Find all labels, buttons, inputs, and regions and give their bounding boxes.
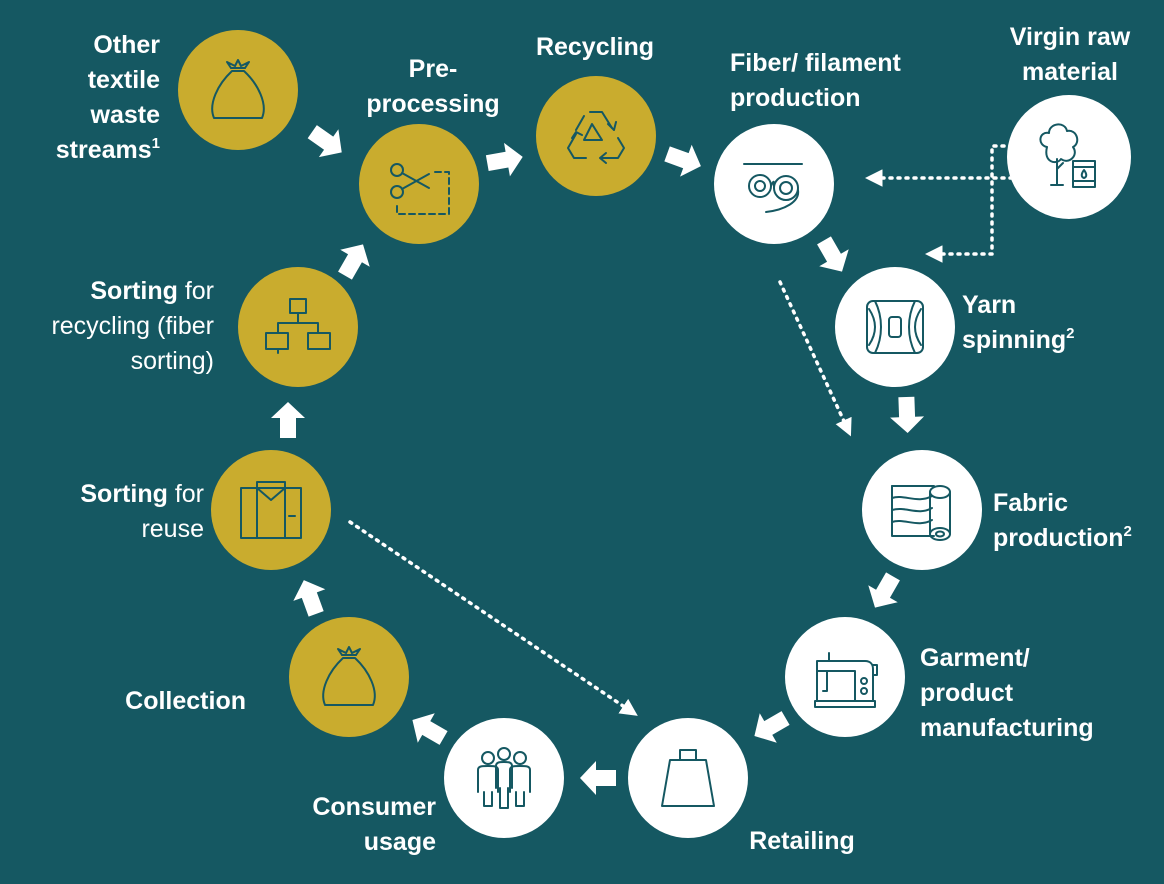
yarn-spool-icon: [866, 300, 924, 354]
sorting-recycling-node: [238, 267, 358, 387]
retail-to-consumer-arrow: [580, 761, 616, 795]
fiber-to-yarn-arrow: [817, 236, 849, 272]
consumer-label: Consumer usage: [312, 793, 436, 856]
collection-label: Collection: [125, 687, 246, 715]
preprocessing-node: [359, 124, 479, 244]
virgin-label: Virgin raw material: [1009, 23, 1131, 86]
sorting-reuse-label: Sorting for reuse: [80, 480, 204, 543]
fiber-label: Fiber/ filament production: [730, 49, 901, 112]
other-waste-label: Other textile waste streams1: [55, 31, 160, 164]
yarn-to-fabric-arrow: [890, 396, 925, 433]
recycling-to-fiber-arrow: [664, 144, 701, 177]
dotted-connectors: [348, 144, 1014, 716]
fabric-label: Fabric production2: [993, 489, 1132, 552]
waste-bag-icon: [211, 59, 265, 119]
preprocessing-label: Pre- processing: [366, 55, 500, 118]
sorting-reuse-node: [211, 450, 331, 570]
collection-bag-icon: [322, 646, 376, 706]
reuse-to-retail-connector: [348, 520, 638, 716]
fiber-to-fabric-connector: [778, 280, 852, 437]
tree-barrel-icon: [1039, 123, 1096, 188]
sorting-recycling-label: Sorting for recycling (fiber sorting): [51, 277, 214, 375]
filament-icon: [743, 163, 803, 213]
preprocessing-to-recycling-arrow: [485, 142, 523, 177]
garment-node: [785, 617, 905, 737]
yarn-node: [835, 267, 955, 387]
retailing-label: Retailing: [749, 827, 855, 855]
shopping-bag-icon: [661, 749, 715, 807]
virgin-node: [1007, 95, 1131, 219]
flow-arrows: [271, 125, 925, 795]
sewing-machine-icon: [814, 652, 878, 708]
recycle-icon: [567, 111, 625, 164]
retailing-node: [628, 718, 748, 838]
fabric-to-garment-arrow: [868, 572, 900, 608]
garment-to-retail-arrow: [754, 711, 790, 743]
fabric-roll-icon: [891, 485, 951, 541]
fabric-node: [862, 450, 982, 570]
recycling-node: [536, 76, 656, 196]
other-waste-arrow: [307, 125, 342, 158]
consumer-to-collection-arrow: [412, 713, 448, 745]
scissors-icon: [390, 163, 450, 215]
people-icon: [477, 747, 531, 809]
consumer-node: [444, 718, 564, 838]
virgin-to-yarn-connector: [925, 144, 1014, 263]
sorting-to-preprocessing-arrow: [338, 244, 370, 280]
folded-shirt-icon: [240, 481, 302, 539]
sorting-chart-icon: [265, 298, 331, 354]
recycling-label: Recycling: [535, 33, 655, 61]
other-waste-node: [178, 30, 298, 150]
collection-to-reuse-sorting-arrow: [293, 580, 326, 617]
reuse-to-recycling-sorting-arrow: [271, 402, 305, 438]
garment-label: Garment/ product manufacturing: [920, 644, 1094, 742]
yarn-label: Yarn spinning2: [962, 291, 1075, 354]
collection-node: [289, 617, 409, 737]
